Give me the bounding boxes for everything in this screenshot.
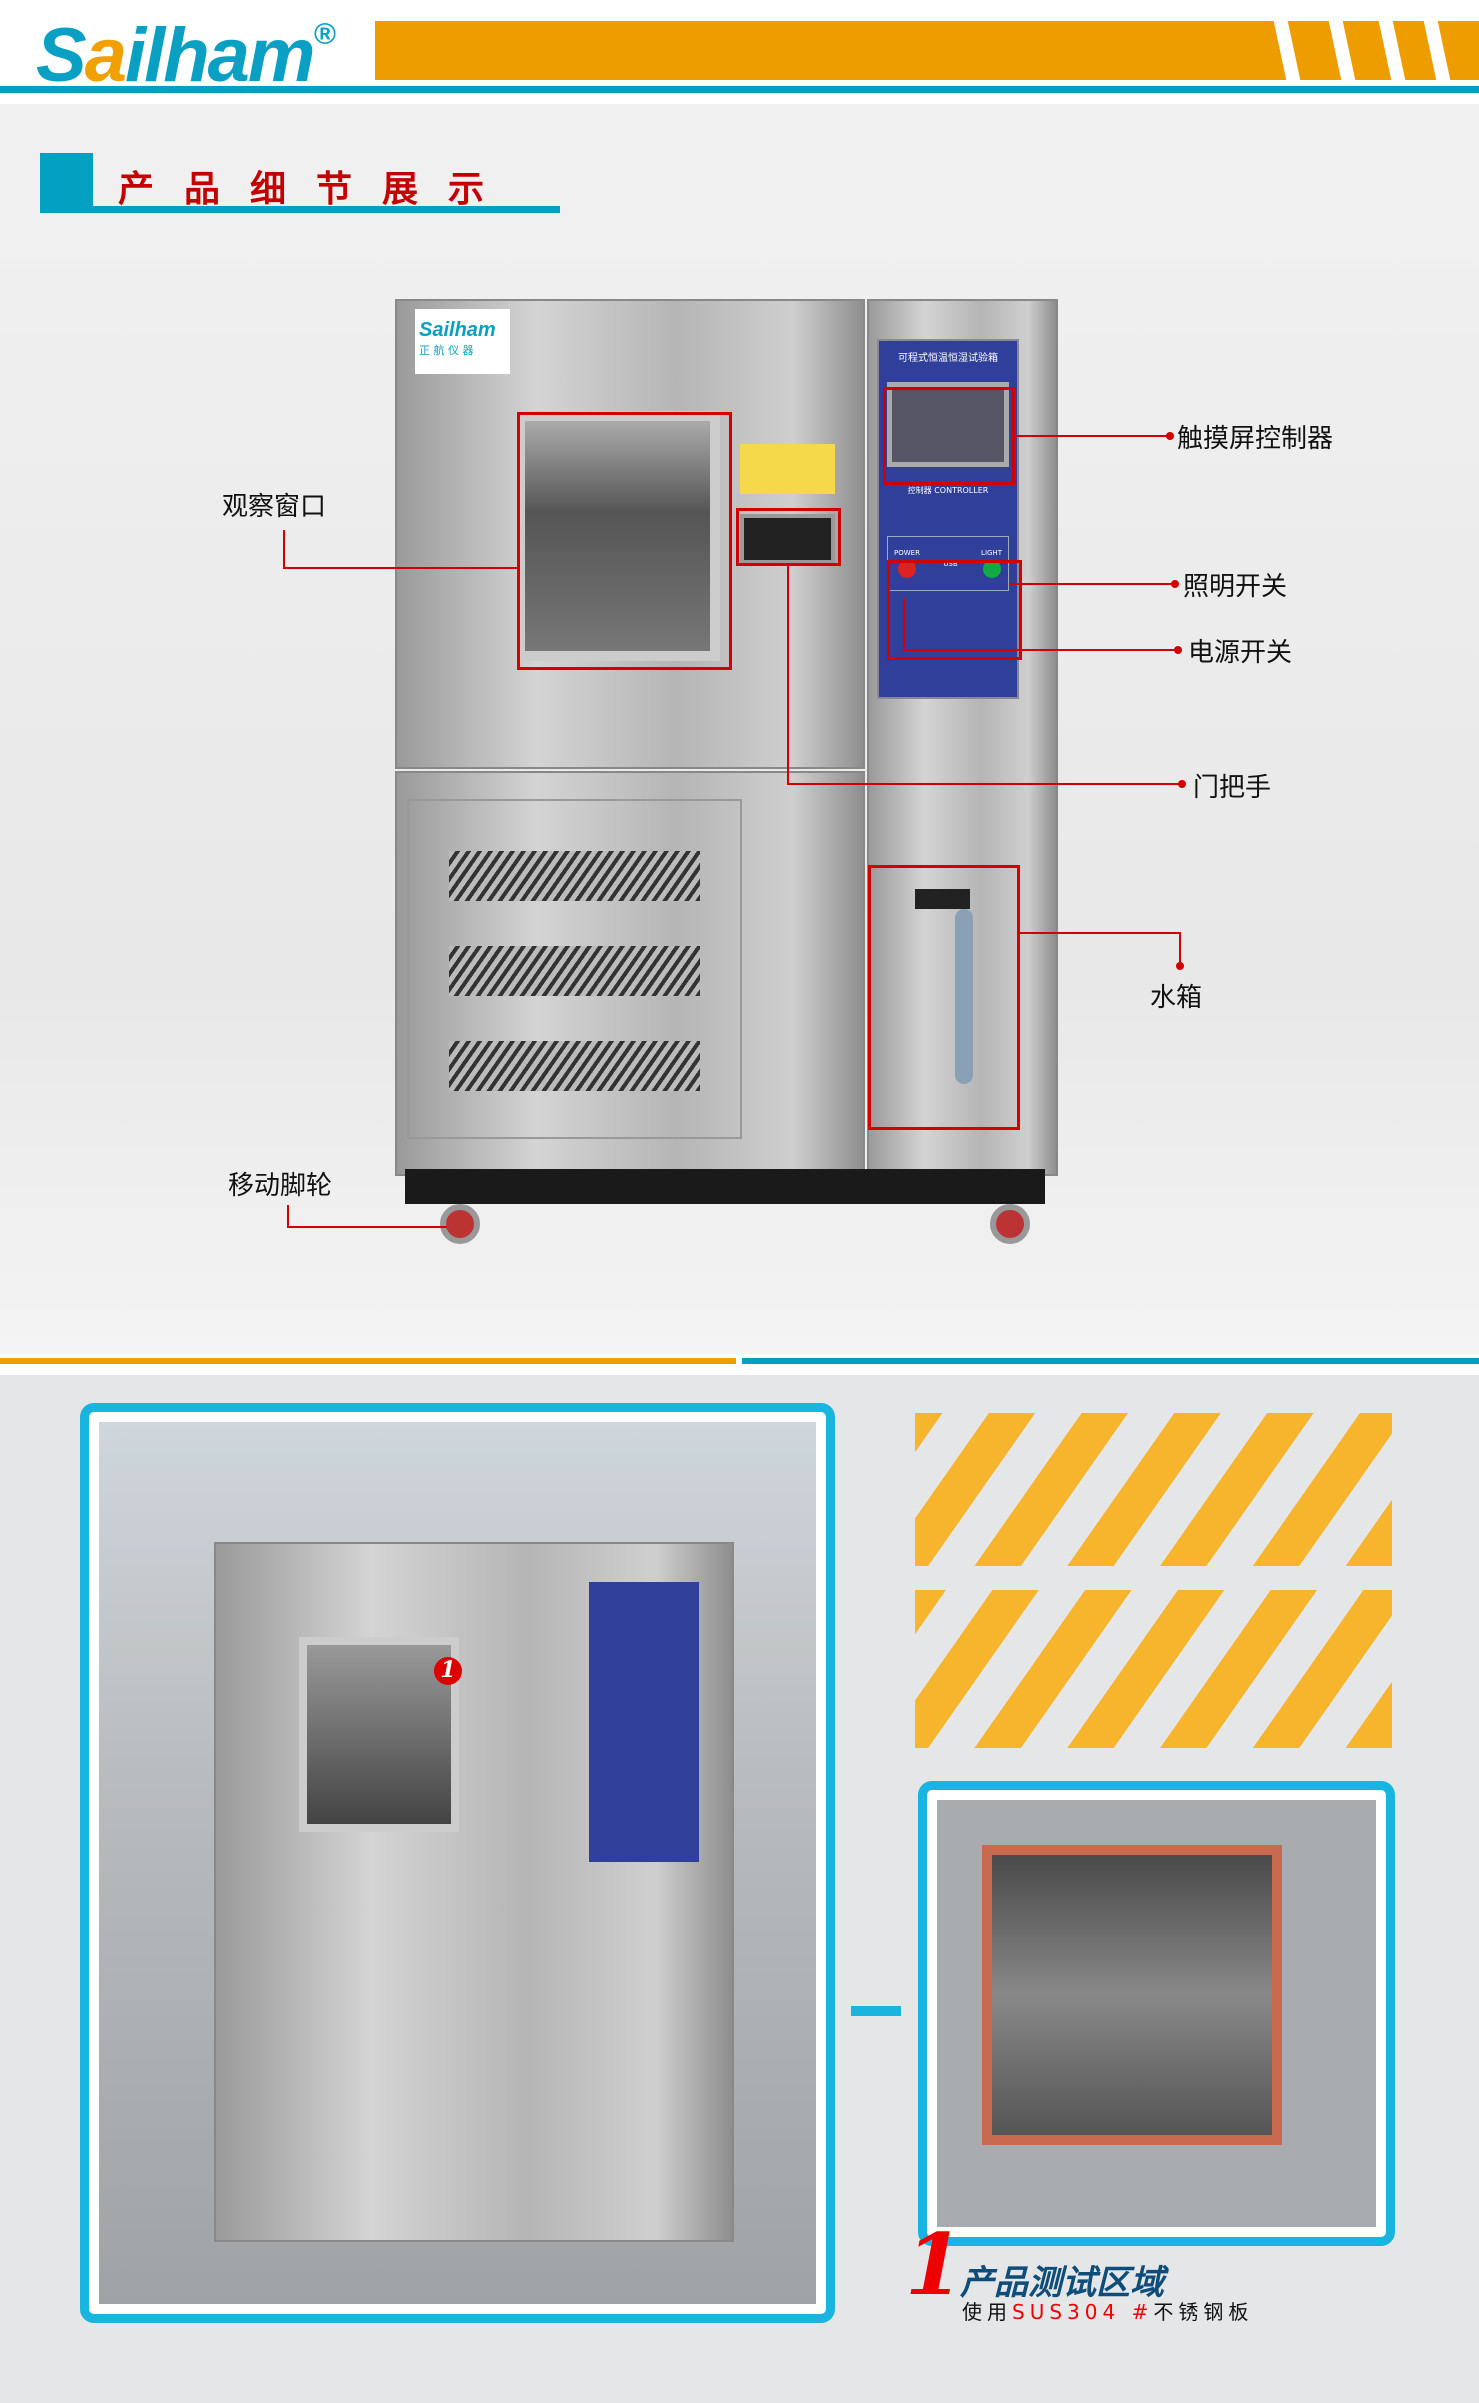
- caster-left: [440, 1204, 480, 1244]
- header-orange-bar: [375, 21, 1479, 80]
- title-accent: [40, 153, 93, 213]
- light-label: LIGHT: [981, 549, 1002, 557]
- chamber-photo-frame: 1: [80, 1403, 835, 2323]
- section-divider-orange: [0, 1358, 736, 1364]
- door-handle: [740, 514, 835, 564]
- label-light-switch: 照明开关: [1183, 572, 1288, 602]
- interior-photo-frame: [918, 1781, 1395, 2246]
- caption-number: 1: [905, 2215, 964, 2314]
- label-touch-controller: 触摸屏控制器: [1177, 424, 1334, 454]
- brand-logo: Sailham®: [36, 13, 336, 98]
- caption-subtitle: 使用SUS304 #不锈钢板: [962, 2300, 1254, 2324]
- power-switch[interactable]: [897, 560, 916, 578]
- badge-number: 1: [434, 1657, 462, 1685]
- test-area-interior: [982, 1845, 1282, 2145]
- label-casters: 移动脚轮: [228, 1171, 333, 1201]
- caption-title: 产品测试区域: [960, 2263, 1164, 2303]
- usb-label: USB: [943, 559, 958, 568]
- light-switch[interactable]: [982, 560, 1001, 578]
- label-power-switch: 电源开关: [1188, 638, 1293, 668]
- title-underline: [40, 206, 560, 213]
- label-water-tank: 水箱: [1150, 983, 1203, 1013]
- control-panel: 可程式恒温恒湿试验箱 控制器 CONTROLLER POWER USB LIGH…: [877, 339, 1019, 699]
- arrow-left-icon: [851, 2006, 901, 2016]
- label-door-handle: 门把手: [1193, 773, 1272, 803]
- touch-screen[interactable]: [887, 382, 1009, 467]
- caster-right: [990, 1204, 1030, 1244]
- water-level-gauge: [955, 909, 973, 1084]
- label-observation-window: 观察窗口: [222, 492, 327, 522]
- header-divider: [0, 86, 1479, 93]
- section-title: 产品细节展示: [118, 168, 515, 210]
- observation-window: [515, 411, 720, 661]
- section-divider-teal: [742, 1358, 1479, 1364]
- decor-stripes-top: [915, 1413, 1392, 1566]
- decor-stripes-bottom: [915, 1590, 1392, 1748]
- power-label: POWER: [894, 549, 920, 557]
